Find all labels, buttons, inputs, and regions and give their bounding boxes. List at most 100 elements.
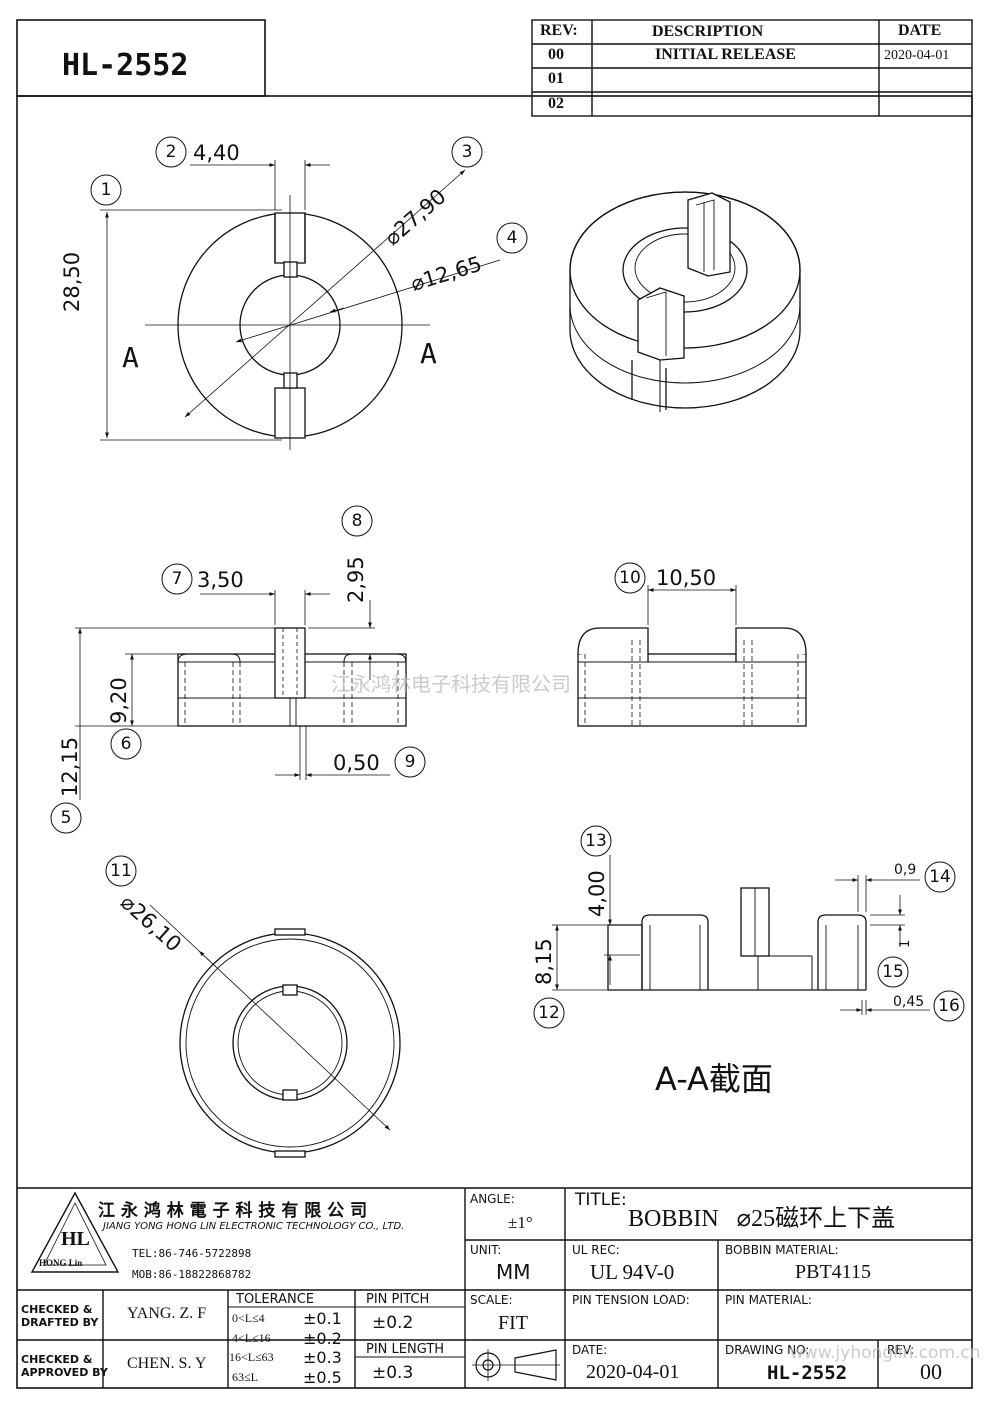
dim-5-value: 12,15	[58, 736, 82, 797]
rev-row-0-date: 2020-04-01	[884, 48, 950, 63]
company-name-cn: 江 永 鸿 林 電 子 科 技 有 限 公 司	[98, 1201, 368, 1221]
balloon-2	[155, 136, 187, 168]
title-value: BOBBIN ⌀25磁环上下盖	[628, 1206, 896, 1232]
dim-8-value: 2,95	[344, 556, 368, 603]
balloon-14	[924, 861, 956, 893]
part-code: HL-2552	[62, 48, 189, 83]
balloon-5	[50, 802, 82, 834]
balloon-7-label: 7	[171, 569, 183, 589]
scale-label: SCALE:	[470, 1293, 513, 1307]
rev-row-1-rev: 01	[548, 70, 564, 87]
rev-header: REV:	[540, 22, 578, 39]
balloon-9-label: 9	[404, 752, 416, 772]
dim-1-value: 28,50	[60, 251, 84, 312]
balloon-14-label: 14	[929, 867, 951, 887]
balloon-5-label: 5	[60, 808, 72, 828]
front-view	[75, 590, 407, 800]
balloon-3	[451, 136, 483, 168]
balloon-1-label: 1	[100, 180, 112, 200]
balloon-6	[110, 728, 142, 760]
logo-sub: HONG Lin	[39, 1258, 83, 1268]
dim-13-value: 4,00	[585, 870, 609, 917]
checked-approved-label-1: CHECKED &	[21, 1353, 93, 1366]
revision-table	[531, 19, 973, 117]
section-mark-left: A	[122, 341, 139, 374]
rev-value: 00	[920, 1359, 942, 1384]
ul-rec-value: UL 94V-0	[590, 1260, 675, 1284]
angle-value: ±1°	[508, 1213, 533, 1232]
balloon-4-label: 4	[506, 228, 518, 248]
checked-drafted-label-1: CHECKED &	[21, 1303, 93, 1316]
balloon-3-label: 3	[461, 142, 473, 162]
section-view	[552, 855, 930, 1015]
company-logo	[30, 1191, 120, 1273]
description-header: DESCRIPTION	[652, 23, 764, 40]
pin-length-label: PIN LENGTH	[366, 1342, 445, 1357]
section-title: A-A截面	[655, 1060, 773, 1098]
dim-7-value: 3,50	[197, 568, 244, 592]
ul-rec-label: UL REC:	[572, 1243, 620, 1257]
rev-row-2-rev: 02	[548, 95, 564, 112]
balloon-4	[496, 222, 528, 254]
dim-9-value: 0,50	[333, 751, 380, 775]
company-tel: TEL:86-746-5722898	[132, 1247, 252, 1260]
drawing-no-value: HL-2552	[767, 1362, 848, 1384]
drawing-no-label: DRAWING NO:	[725, 1343, 810, 1357]
balloon-callouts	[50, 136, 965, 1029]
isometric-view	[569, 191, 801, 412]
angle-label: ANGLE:	[470, 1192, 515, 1206]
bobbin-material-label: BOBBIN MATERIAL:	[725, 1243, 839, 1257]
pin-pitch-value: ±0.2	[372, 1313, 414, 1333]
side-view	[577, 585, 807, 727]
balloon-8-label: 8	[351, 511, 363, 531]
balloon-12-label: 12	[538, 1003, 560, 1023]
pin-material-label: PIN MATERIAL:	[725, 1293, 812, 1307]
logo-text: HL	[61, 1228, 90, 1250]
balloon-15	[877, 956, 909, 988]
balloon-6-label: 6	[120, 734, 132, 754]
balloon-13-label: 13	[585, 831, 607, 851]
section-mark-right: A	[420, 337, 437, 370]
tolerance-value-0: ±0.1	[303, 1309, 342, 1328]
dim-12-value: 8,15	[532, 938, 556, 985]
website-watermark: www.jyhonglin.com.cn	[790, 1343, 981, 1363]
scale-value: FIT	[498, 1312, 528, 1334]
balloon-13	[580, 825, 612, 857]
balloon-8	[341, 505, 373, 537]
balloon-16-label: 16	[938, 996, 960, 1016]
tolerance-range-1: 4<L≤16	[232, 1331, 271, 1345]
approved-by-value: CHEN. S. Y	[127, 1355, 207, 1372]
unit-label: UNIT:	[470, 1243, 502, 1257]
checked-approved-label-2: APPROVED BY	[21, 1366, 108, 1379]
dim-16-value: 0,45	[893, 994, 925, 1010]
drafted-by-value: YANG. Z. F	[127, 1305, 207, 1322]
watermark: 江永鸿林电子科技有限公司	[331, 672, 571, 696]
projection-symbol-icon	[472, 1349, 560, 1381]
company-name-en: JIANG YONG HONG LIN ELECTRONIC TECHNOLOG…	[103, 1221, 405, 1232]
pin-tension-load-label: PIN TENSION LOAD:	[572, 1293, 690, 1307]
balloon-12	[533, 997, 565, 1029]
balloon-11-label: 11	[110, 861, 132, 881]
unit-value: MM	[496, 1260, 531, 1284]
balloon-7	[161, 563, 193, 595]
balloon-15-label: 15	[882, 962, 904, 982]
tolerance-label: TOLERANCE	[236, 1292, 315, 1307]
rev-label: REV:	[887, 1343, 915, 1357]
pin-length-value: ±0.3	[372, 1363, 414, 1383]
tolerance-range-0: 0<L≤4	[232, 1311, 265, 1325]
balloon-10-label: 10	[619, 568, 641, 588]
dim-6-value: 9,20	[107, 677, 131, 724]
company-mob: MOB:86-18822868782	[132, 1268, 252, 1281]
title-block-grid	[17, 1187, 972, 1388]
rev-row-0-description: INITIAL RELEASE	[655, 46, 796, 63]
checked-drafted-label-2: DRAFTED BY	[21, 1316, 99, 1329]
balloon-16	[933, 990, 965, 1022]
title-label: TITLE:	[575, 1190, 627, 1210]
tolerance-range-3: 63≤L	[232, 1370, 258, 1384]
balloon-2-label: 2	[165, 142, 177, 162]
tolerance-value-2: ±0.3	[303, 1348, 342, 1367]
dim-14-value: 0,9	[894, 862, 917, 878]
date-label: DATE:	[572, 1343, 608, 1357]
tolerance-value-1: ±0.2	[303, 1329, 342, 1348]
drawing-border	[16, 95, 973, 1389]
